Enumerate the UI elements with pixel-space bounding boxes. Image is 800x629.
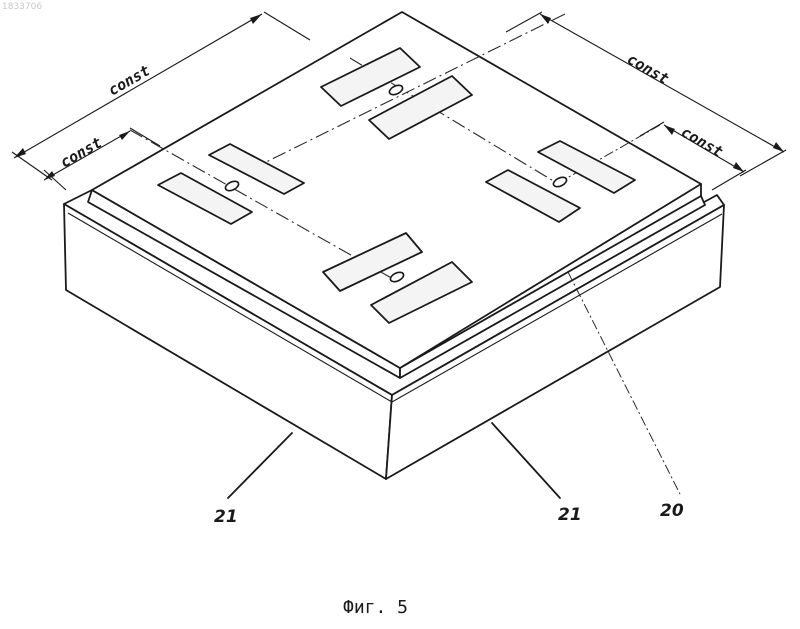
dimension-label: const (57, 133, 105, 171)
extension-line (506, 12, 542, 32)
extension-line (740, 150, 786, 176)
extension-line (44, 170, 66, 190)
arrowhead (14, 148, 26, 158)
reference-numeral-21: 21 (214, 507, 238, 527)
arrowhead (733, 162, 744, 172)
extension-line (130, 128, 160, 146)
arrowhead (250, 14, 262, 24)
extension-line (264, 12, 310, 40)
arrowhead (119, 131, 130, 140)
reference-numeral-20: 20 (660, 501, 684, 521)
figure-caption: Фиг. 5 (343, 597, 408, 618)
dimension-label: const (624, 50, 672, 88)
extension-line (712, 170, 746, 190)
document-number-watermark: 1833706 (2, 2, 42, 12)
leader-line-21-left (228, 433, 292, 498)
dimension-label: const (105, 61, 153, 99)
arrowhead (773, 142, 784, 152)
leader-line-21-middle (492, 423, 560, 498)
reference-numeral-21: 21 (558, 505, 582, 525)
extension-line (640, 122, 664, 136)
dimension-label: const (678, 123, 726, 161)
arrowhead (540, 14, 551, 24)
arrowhead (664, 125, 675, 135)
